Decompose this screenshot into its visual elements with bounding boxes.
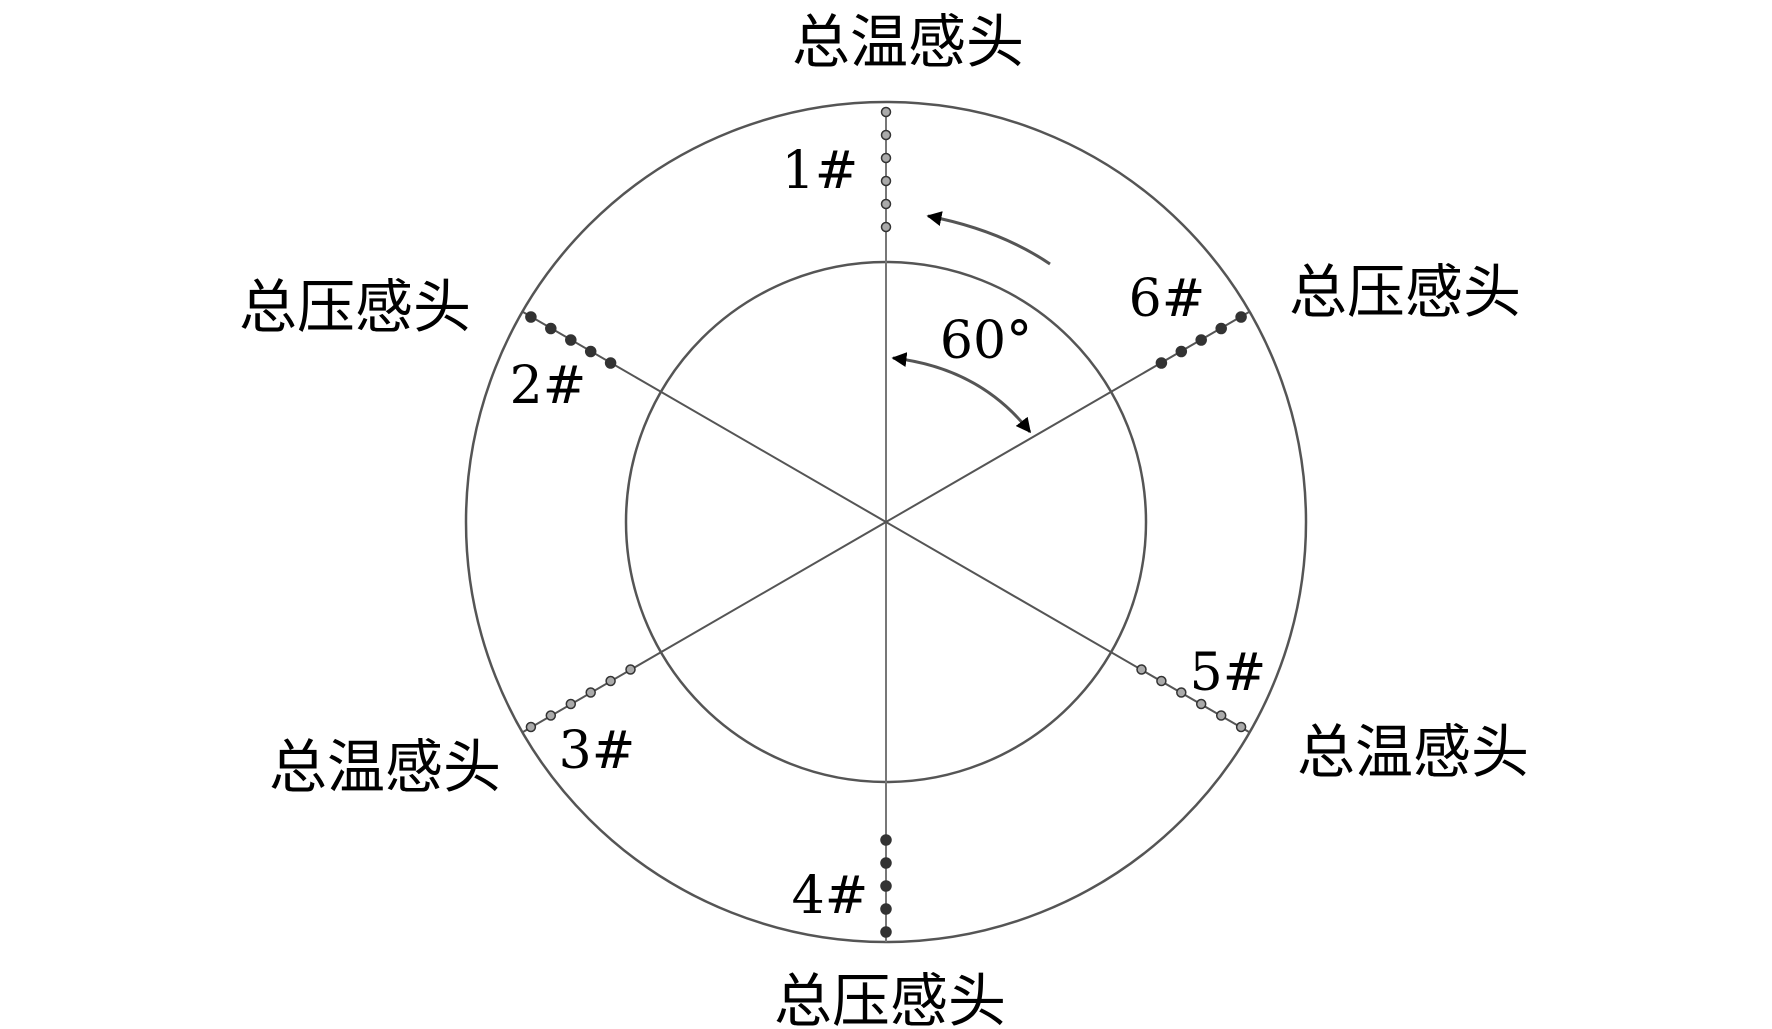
angle-label: 60° xyxy=(940,311,1032,371)
probe-dot xyxy=(880,175,892,187)
label-upper-left: 总压感头 xyxy=(239,273,471,341)
probe-dot xyxy=(1195,698,1207,710)
probe-dot xyxy=(1235,721,1247,733)
probe-dot xyxy=(880,221,892,233)
probe-dot xyxy=(1155,357,1168,369)
probe-dot xyxy=(1215,322,1227,335)
probe-dot xyxy=(1156,675,1167,687)
label-lower-left: 总温感头 xyxy=(269,733,501,801)
probe-dot xyxy=(880,198,892,210)
rake-label-4: 4# xyxy=(792,866,869,926)
probe-dot xyxy=(625,664,636,675)
rake-label-5: 5# xyxy=(1190,643,1267,703)
rake-label-3: 3# xyxy=(559,721,636,781)
rake-label-1: 1# xyxy=(782,141,859,201)
probe-dot xyxy=(880,880,892,892)
rake-label-2: 2# xyxy=(510,356,587,416)
probe-group xyxy=(525,106,1247,938)
label-top: 总温感头 xyxy=(792,8,1024,76)
probe-dot xyxy=(880,903,892,915)
diagonal-line-6-3 xyxy=(522,311,1250,733)
probe-dot xyxy=(880,152,892,164)
probe-dot xyxy=(1235,311,1247,323)
probe-dot xyxy=(525,311,537,323)
probe-dot xyxy=(585,687,596,698)
probe-dot xyxy=(1136,664,1147,675)
probe-dot xyxy=(565,698,577,710)
angle-arc xyxy=(891,352,1032,434)
probe-dot xyxy=(545,322,557,335)
rake-label-6: 6# xyxy=(1129,269,1206,329)
label-lower-right: 总温感头 xyxy=(1297,718,1529,786)
probe-dot xyxy=(880,857,892,869)
label-upper-right: 总压感头 xyxy=(1289,258,1521,326)
probe-dot xyxy=(880,106,892,118)
probe-dot xyxy=(1176,687,1187,698)
probe-dot xyxy=(880,129,892,141)
probe-dot xyxy=(565,334,577,346)
probe-dot xyxy=(880,926,892,938)
rotation-arrow xyxy=(926,211,1051,266)
probe-dot xyxy=(545,710,557,721)
probe-dot xyxy=(525,721,537,733)
probe-dot xyxy=(880,834,892,846)
probe-dot xyxy=(1175,345,1188,358)
label-bottom: 总压感头 xyxy=(774,967,1006,1029)
probe-dot xyxy=(584,345,597,358)
probe-dot xyxy=(1215,710,1227,721)
probe-dot xyxy=(604,357,617,369)
probe-dot xyxy=(1195,334,1207,346)
probe-dot xyxy=(605,675,616,687)
